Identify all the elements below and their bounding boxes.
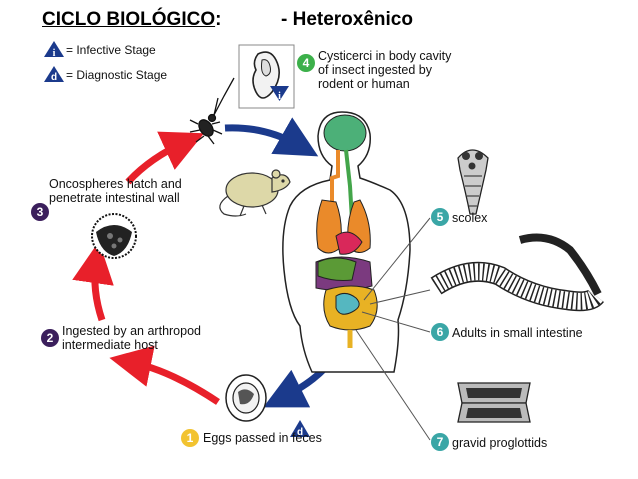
stage-circles: 1 2 3 4 5 6 7 <box>31 54 449 451</box>
scolex-icon <box>457 149 489 215</box>
legend-diagnostic-icon: d <box>44 66 64 83</box>
human-body-icon <box>282 111 411 373</box>
egg-icon <box>225 374 267 422</box>
stage-7-badge: 7 <box>431 433 449 451</box>
stage-2-badge: 2 <box>41 329 59 347</box>
legend-diagnostic-letter: d <box>51 72 57 83</box>
stage-7-label: gravid proglottids <box>452 436 548 450</box>
oncosphere-icon <box>91 213 137 259</box>
leader-adults <box>361 311 431 333</box>
arrow-eggs-to-arthropod <box>109 345 220 405</box>
stage-2-number: 2 <box>47 331 54 345</box>
stage-1-label: Eggs passed in feces <box>203 431 322 445</box>
stage-1-number: 1 <box>187 431 194 445</box>
leader-worm <box>369 289 431 305</box>
beetle-icon <box>189 77 235 145</box>
title-colon: : <box>215 9 222 30</box>
arrow-arthropod-to-oncosphere <box>72 241 114 322</box>
cysticercus-letter: i <box>278 91 281 102</box>
stage-3-badge: 3 <box>31 203 49 221</box>
stage-3-line2: penetrate intestinal wall <box>49 191 180 205</box>
stage-5-badge: 5 <box>431 208 449 226</box>
arrow-oncosphere-to-beetle <box>125 131 205 185</box>
stage-3-label: Oncospheres hatch and penetrate intestin… <box>49 177 182 205</box>
legend-infective-label: = Infective Stage <box>66 43 156 57</box>
page-title: CICLO BIOLÓGICO: <box>42 9 221 31</box>
leader-proglottids <box>355 329 431 441</box>
stage-4-line3: rodent or human <box>318 77 410 91</box>
stage-5-label: scolex <box>452 211 488 225</box>
stage-3-number: 3 <box>37 205 44 219</box>
stage-4-number: 4 <box>303 56 310 70</box>
stage-3-line1: Oncospheres hatch and <box>49 177 182 191</box>
stage-6-label: Adults in small intestine <box>452 326 583 340</box>
legend-infective-icon: i <box>44 41 64 59</box>
stage-2-label: Ingested by an arthropod intermediate ho… <box>62 324 201 352</box>
leader-scolex <box>363 217 431 301</box>
stage-4-label: Cysticerci in body cavity of insect inge… <box>318 49 451 91</box>
stage-6-badge: 6 <box>431 323 449 341</box>
egg-marker-letter: d <box>297 427 303 438</box>
arrow-beetle-to-human <box>224 117 319 157</box>
stage-1-badge: 1 <box>181 429 199 447</box>
stage-7-number: 7 <box>437 435 444 449</box>
stage-4-line1: Cysticerci in body cavity <box>318 49 452 63</box>
legend-diagnostic-label: = Diagnostic Stage <box>66 68 168 82</box>
stage-4-badge: 4 <box>297 54 315 72</box>
stage-2-line1: Ingested by an arthropod <box>62 324 201 338</box>
egg-diagnostic-icon: d <box>290 420 310 438</box>
proglottid-icon <box>457 382 531 423</box>
stage-2-line2: intermediate host <box>62 338 158 352</box>
legend-infective-letter: i <box>53 48 56 59</box>
stage-6-number: 6 <box>437 325 444 339</box>
cysticercus-icon: i <box>238 44 295 109</box>
stage-4-line2: of insect ingested by <box>318 63 432 77</box>
rat-icon <box>219 169 291 217</box>
page-subtitle: - Heteroxênico <box>281 9 413 30</box>
stage-5-number: 5 <box>437 210 444 224</box>
adult-worm-icon <box>430 233 604 312</box>
title-main: CICLO BIOLÓGICO <box>42 9 216 30</box>
